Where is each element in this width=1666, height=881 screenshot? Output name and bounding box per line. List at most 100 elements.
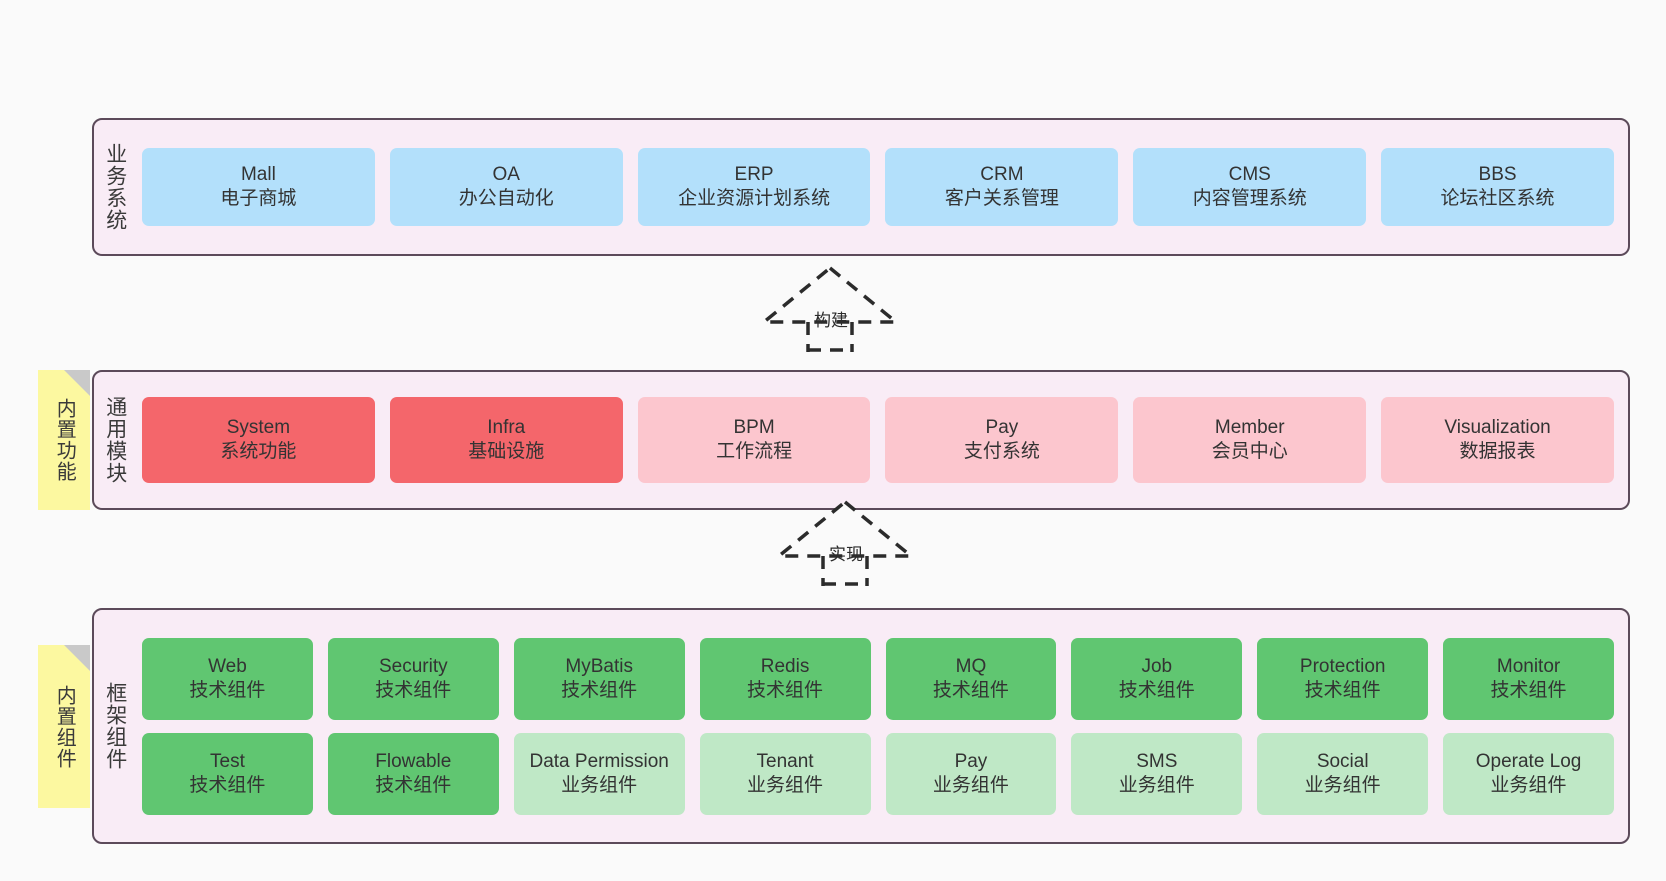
card-mall[interactable]: Mall 电子商城 (142, 148, 375, 226)
card-title: Flowable (375, 750, 452, 772)
card-protection[interactable]: Protection 技术组件 (1257, 637, 1429, 720)
card-title: Pay (954, 750, 988, 772)
card-subtitle: 业务组件 (1118, 774, 1195, 796)
card-erp[interactable]: ERP 企业资源计划系统 (637, 148, 871, 226)
card-title: Test (210, 750, 245, 772)
card-web[interactable]: Web 技术组件 (142, 637, 313, 720)
card-pay[interactable]: Pay 支付系统 (885, 397, 1119, 483)
card-bpm[interactable]: BPM 工作流程 (637, 397, 871, 483)
layer-business-system: 业务系统 Mall 电子商城 OA 办公自动化 ERP 企业资源计划系统 CRM (92, 118, 1630, 256)
card-subtitle: 支付系统 (963, 441, 1040, 462)
card-subtitle: 业务组件 (932, 774, 1009, 796)
card-title: Redis (760, 655, 810, 677)
layer-title-common-module: 通用模块 (103, 396, 127, 484)
card-title: Security (378, 655, 448, 677)
card-subtitle: 电子商城 (220, 188, 297, 209)
card-subtitle: 业务组件 (561, 774, 638, 796)
card-subtitle: 技术组件 (747, 679, 824, 701)
card-subtitle: 技术组件 (561, 679, 638, 701)
card-row: System 系统功能 Infra 基础设施 BPM 工作流程 Pay 支付系统… (142, 397, 1614, 483)
card-subtitle: 内容管理系统 (1192, 188, 1307, 209)
layer-title-business-system: 业务系统 (103, 143, 127, 231)
arrow-head (759, 265, 901, 324)
card-title: Operate Log (1475, 750, 1582, 772)
note-label: 内置组件 (53, 684, 76, 769)
connector-implement: 实现 (774, 496, 916, 586)
card-title: CRM (980, 164, 1024, 186)
card-title: BPM (733, 417, 775, 439)
card-cms[interactable]: CMS 内容管理系统 (1133, 148, 1367, 226)
card-subtitle: 技术组件 (189, 774, 266, 796)
card-title: MQ (955, 655, 987, 677)
arrow-head (774, 499, 916, 558)
card-subtitle: 办公自动化 (458, 188, 554, 209)
card-title: OA (492, 164, 520, 186)
card-title: Social (1316, 750, 1369, 772)
card-subtitle: 技术组件 (375, 774, 452, 796)
card-title: BBS (1478, 164, 1517, 186)
card-subtitle: 系统功能 (220, 441, 297, 462)
card-subtitle: 基础设施 (468, 441, 545, 462)
card-subtitle: 技术组件 (189, 679, 266, 701)
card-infra[interactable]: Infra 基础设施 (389, 397, 623, 483)
card-title: System (226, 417, 291, 439)
card-row-business: Test 技术组件 Flowable 技术组件 Data Permission … (142, 732, 1614, 815)
card-title: Tenant (756, 750, 814, 772)
card-data-permission[interactable]: Data Permission 业务组件 (513, 732, 685, 815)
card-job[interactable]: Job 技术组件 (1071, 637, 1243, 720)
note-builtin-component: 内置组件 (38, 645, 90, 808)
card-pay-component[interactable]: Pay 业务组件 (885, 732, 1057, 815)
card-title: Infra (487, 417, 526, 439)
card-row-technical: Web 技术组件 Security 技术组件 MyBatis 技术组件 Redi… (142, 637, 1614, 720)
card-title: Data Permission (529, 750, 669, 772)
card-title: Job (1141, 655, 1173, 677)
card-subtitle: 业务组件 (747, 774, 824, 796)
card-security[interactable]: Security 技术组件 (327, 637, 499, 720)
card-redis[interactable]: Redis 技术组件 (699, 637, 871, 720)
card-title: Protection (1299, 655, 1386, 677)
card-subtitle: 会员中心 (1211, 441, 1288, 462)
layer-framework-component: 框架组件 Web 技术组件 Security 技术组件 MyBatis 技术组件… (92, 608, 1630, 844)
card-mq[interactable]: MQ 技术组件 (885, 637, 1057, 720)
card-title: Monitor (1496, 655, 1561, 677)
layer-body-business-system: Mall 电子商城 OA 办公自动化 ERP 企业资源计划系统 CRM 客户关系… (136, 120, 1628, 254)
card-member[interactable]: Member 会员中心 (1133, 397, 1367, 483)
card-flowable[interactable]: Flowable 技术组件 (327, 732, 499, 815)
card-title: Mall (240, 164, 276, 186)
card-tenant[interactable]: Tenant 业务组件 (699, 732, 871, 815)
card-title: MyBatis (565, 655, 633, 677)
card-test[interactable]: Test 技术组件 (142, 732, 313, 815)
card-operate-log[interactable]: Operate Log 业务组件 (1443, 732, 1614, 815)
card-crm[interactable]: CRM 客户关系管理 (885, 148, 1119, 226)
card-title: Visualization (1444, 417, 1551, 439)
card-subtitle: 论坛社区系统 (1440, 188, 1555, 209)
card-mybatis[interactable]: MyBatis 技术组件 (513, 637, 685, 720)
card-subtitle: 技术组件 (1490, 679, 1567, 701)
card-monitor[interactable]: Monitor 技术组件 (1443, 637, 1614, 720)
note-label: 内置功能 (53, 398, 76, 482)
card-subtitle: 业务组件 (1490, 774, 1567, 796)
card-subtitle: 工作流程 (716, 441, 793, 462)
card-visualization[interactable]: Visualization 数据报表 (1381, 397, 1614, 483)
connector-build: 构建 (759, 262, 901, 352)
card-social[interactable]: Social 业务组件 (1257, 732, 1429, 815)
layer-body-framework-component: Web 技术组件 Security 技术组件 MyBatis 技术组件 Redi… (136, 610, 1628, 842)
card-oa[interactable]: OA 办公自动化 (389, 148, 623, 226)
folded-corner-icon (64, 370, 90, 396)
card-subtitle: 企业资源计划系统 (678, 188, 831, 209)
card-subtitle: 数据报表 (1459, 441, 1536, 462)
card-title: Pay (985, 417, 1019, 439)
layer-common-module: 通用模块 System 系统功能 Infra 基础设施 BPM 工作流程 Pay (92, 370, 1630, 510)
folded-corner-icon (64, 645, 90, 671)
card-bbs[interactable]: BBS 论坛社区系统 (1381, 148, 1614, 226)
card-title: CMS (1228, 164, 1271, 186)
card-subtitle: 业务组件 (1304, 774, 1381, 796)
card-sms[interactable]: SMS 业务组件 (1071, 732, 1243, 815)
card-title: Web (208, 655, 247, 677)
note-builtin-function: 内置功能 (38, 370, 90, 510)
layer-title-framework-component: 框架组件 (103, 682, 127, 770)
card-subtitle: 技术组件 (1304, 679, 1381, 701)
card-subtitle: 技术组件 (1118, 679, 1195, 701)
card-system[interactable]: System 系统功能 (142, 397, 375, 483)
